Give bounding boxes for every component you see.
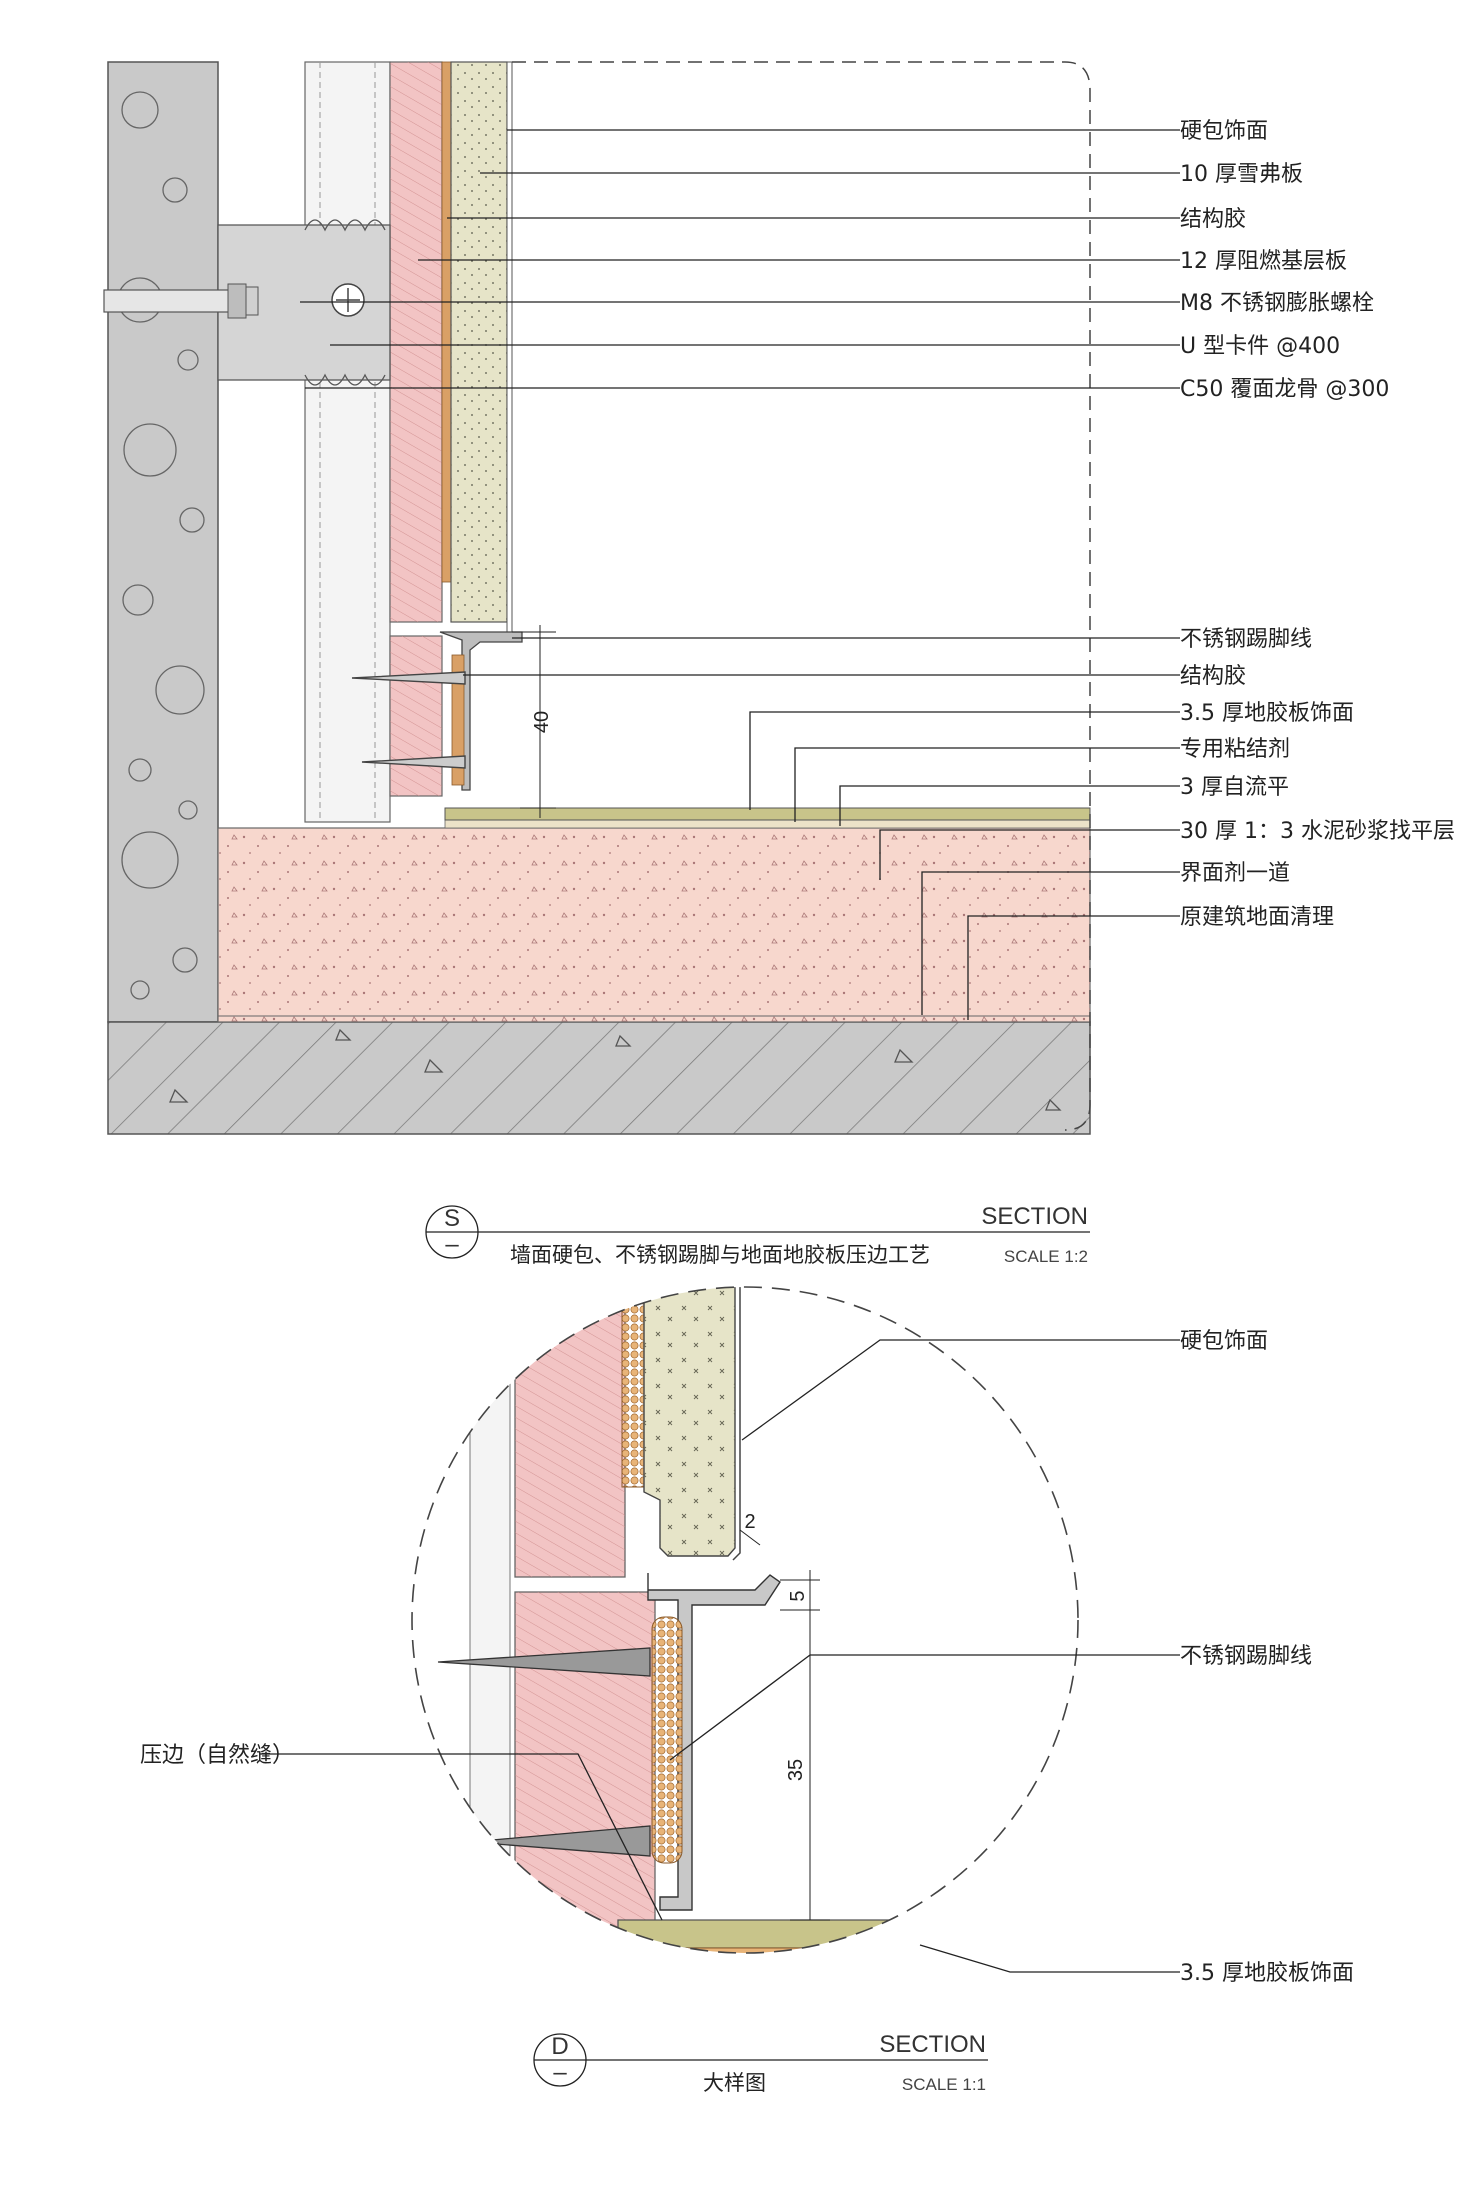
label-foam-board: 10 厚雪弗板	[1180, 162, 1303, 187]
detail-label-edge: 压边（自然缝）	[140, 1743, 294, 1768]
section-s-drawing: 40	[103, 61, 1091, 1135]
detail-boundary	[512, 61, 1091, 1131]
label-hardpack-finish: 硬包饰面	[1180, 119, 1268, 144]
label-base-board: 12 厚阻燃基层板	[1180, 249, 1347, 274]
section-s-symbol: S	[444, 1205, 460, 1232]
label-self-leveling: 3 厚自流平	[1180, 775, 1289, 800]
dim-2: 2	[744, 1511, 755, 1533]
detail-label-skirting: 不锈钢踢脚线	[1180, 1644, 1312, 1669]
label-u-clip: U 型卡件 @400	[1180, 334, 1340, 359]
section-s-sub: –	[445, 1231, 459, 1258]
section-s-word: SECTION	[981, 1203, 1088, 1230]
detail-d-title-block: D – SECTION 大样图 SCALE 1:1	[533, 2031, 988, 2095]
dim-5: 5	[787, 1590, 809, 1601]
screws	[351, 671, 466, 769]
detail-d-title: 大样图	[703, 2071, 766, 2095]
detail-d-sub: –	[553, 2059, 567, 2086]
detail-d-leaders	[260, 1339, 1180, 1973]
detail-label-hardpack: 硬包饰面	[1180, 1329, 1268, 1354]
dim-35: 35	[785, 1759, 807, 1781]
pvc-floor	[444, 807, 1091, 821]
label-skirting: 不锈钢踢脚线	[1180, 627, 1312, 652]
detail-d-labels: 硬包饰面 不锈钢踢脚线 压边（自然缝） 3.5 厚地胶板饰面	[140, 1329, 1354, 1986]
detail-d-word: SECTION	[879, 2031, 986, 2058]
label-structural-glue: 结构胶	[1180, 207, 1246, 232]
label-adhesive: 专用粘结剂	[1180, 737, 1290, 762]
label-anchor-bolt: M8 不锈钢膨胀螺栓	[1180, 291, 1374, 316]
section-s-scale: SCALE 1:2	[1004, 1247, 1088, 1266]
skirting-glue	[451, 654, 465, 786]
section-s-labels: 硬包饰面 10 厚雪弗板 结构胶 12 厚阻燃基层板 M8 不锈钢膨胀螺栓 U …	[1180, 119, 1455, 930]
concrete-wall	[107, 61, 219, 1023]
detail-d-scale: SCALE 1:1	[902, 2075, 986, 2094]
detail-d-drawing: 2 5 35	[411, 1286, 1079, 1954]
label-original-floor: 原建筑地面清理	[1180, 905, 1334, 930]
fabric-finish	[506, 61, 513, 633]
label-skirting-glue: 结构胶	[1180, 664, 1246, 689]
section-s-title: 墙面硬包、不锈钢踢脚与地面地胶板压边工艺	[510, 1243, 930, 1267]
label-mortar: 30 厚 1：3 水泥砂浆找平层	[1180, 819, 1455, 844]
c50-keel	[304, 61, 391, 823]
label-c50-keel: C50 覆面龙骨 @300	[1180, 377, 1389, 402]
label-pvc-floor: 3.5 厚地胶板饰面	[1180, 701, 1354, 726]
structural-glue-strip	[441, 61, 452, 583]
label-interface-agent: 界面剂一道	[1180, 861, 1290, 886]
self-leveling-layer	[444, 819, 1091, 829]
detail-label-pvc: 3.5 厚地胶板饰面	[1180, 1961, 1354, 1986]
dim-40: 40	[531, 711, 553, 733]
detail-d-symbol: D	[551, 2033, 568, 2060]
section-s-leaders	[300, 129, 1180, 1020]
anchor-bolt	[103, 283, 365, 319]
section-s-title-block: S – SECTION 墙面硬包、不锈钢踢脚与地面地胶板压边工艺 SCALE 1…	[425, 1203, 1090, 1267]
